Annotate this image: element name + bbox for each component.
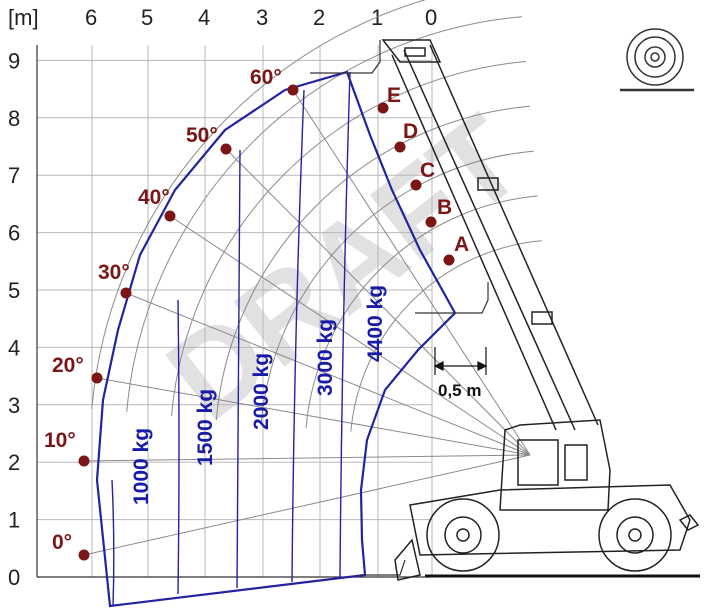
angle-marker bbox=[78, 455, 90, 467]
position-marker bbox=[410, 179, 422, 191]
load-label: 4400 kg bbox=[364, 285, 387, 362]
load-zone-lines bbox=[111, 71, 351, 607]
angle-label: 0° bbox=[52, 531, 72, 554]
working-envelope bbox=[95, 70, 457, 608]
x-tick-label: 3 bbox=[256, 5, 268, 30]
angle-marker bbox=[164, 210, 176, 222]
load-zone-line bbox=[291, 89, 305, 583]
unit-label: [m] bbox=[8, 5, 39, 30]
y-tick-label: 2 bbox=[8, 450, 20, 475]
y-tick-label: 3 bbox=[8, 393, 20, 418]
angle-label: 10° bbox=[44, 429, 76, 452]
radius-arc bbox=[350, 240, 542, 432]
y-tick-label: 9 bbox=[8, 48, 20, 73]
tyre-icon bbox=[620, 28, 694, 92]
position-marker bbox=[394, 141, 406, 153]
load-label: 2000 kg bbox=[250, 353, 273, 430]
load-zone-line bbox=[177, 299, 180, 595]
angle-marker bbox=[91, 372, 103, 384]
position-marker bbox=[443, 254, 455, 266]
angle-label: 20° bbox=[52, 354, 84, 377]
angle-marker bbox=[78, 549, 90, 561]
radius-arc bbox=[126, 16, 523, 413]
y-tick-label: 1 bbox=[8, 508, 20, 533]
x-tick-label: 5 bbox=[141, 5, 153, 30]
radius-arc bbox=[305, 195, 538, 428]
radius-arc bbox=[215, 105, 530, 420]
angle-ray bbox=[125, 292, 531, 456]
y-tick-label: 6 bbox=[8, 221, 20, 246]
load-label: 1000 kg bbox=[130, 428, 153, 505]
fork-reference bbox=[310, 40, 489, 576]
radius-arc bbox=[260, 150, 534, 424]
angle-rays bbox=[83, 89, 531, 556]
x-tick-label: 0 bbox=[425, 5, 437, 30]
position-label: A bbox=[454, 233, 469, 256]
angle-marker bbox=[287, 84, 299, 96]
position-marker bbox=[425, 216, 437, 228]
radius-arc bbox=[91, 0, 427, 410]
telehandler-icon bbox=[381, 39, 700, 581]
angle-marker bbox=[120, 287, 132, 299]
angle-label: 50° bbox=[186, 124, 218, 147]
load-zone-line bbox=[111, 479, 115, 607]
angle-ray bbox=[292, 89, 531, 456]
x-tick-label: 4 bbox=[198, 5, 210, 30]
x-tick-label: 6 bbox=[85, 5, 97, 30]
angle-markers: 0° 10° 20° 30° 40° 50° 60° bbox=[44, 66, 299, 561]
position-label: E bbox=[387, 84, 401, 107]
position-marker bbox=[377, 102, 389, 114]
position-label: B bbox=[437, 196, 452, 219]
y-tick-label: 7 bbox=[8, 163, 20, 188]
load-zone-line bbox=[339, 71, 351, 578]
angle-label: 40° bbox=[138, 186, 170, 209]
load-label: 3000 kg bbox=[314, 319, 337, 396]
radius-arc bbox=[171, 61, 527, 417]
angle-marker bbox=[220, 143, 232, 155]
angle-ray bbox=[83, 454, 531, 556]
angle-ray bbox=[83, 454, 531, 462]
y-tick-label: 5 bbox=[8, 278, 20, 303]
y-tick-label: 8 bbox=[8, 106, 20, 131]
x-tick-label: 2 bbox=[313, 5, 325, 30]
load-label: 1500 kg bbox=[194, 389, 217, 466]
y-tick-labels: 0 1 2 3 4 5 6 7 8 9 bbox=[8, 48, 20, 590]
grid bbox=[36, 45, 433, 578]
angle-label: 60° bbox=[250, 66, 282, 89]
dimension-marker bbox=[433, 347, 488, 375]
angle-ray bbox=[96, 377, 531, 456]
angle-ray bbox=[169, 215, 531, 456]
position-label: C bbox=[420, 159, 435, 182]
angle-ray bbox=[225, 148, 531, 456]
y-tick-label: 0 bbox=[8, 565, 20, 590]
y-tick-label: 4 bbox=[8, 335, 20, 360]
radius-arcs bbox=[91, 0, 542, 432]
load-zone-line bbox=[236, 149, 241, 589]
load-labels: 1000 kg 1500 kg 2000 kg 3000 kg 4400 kg bbox=[130, 285, 387, 505]
position-label: D bbox=[403, 120, 418, 143]
angle-label: 30° bbox=[98, 261, 130, 284]
dimension-label: 0,5 m bbox=[438, 381, 481, 400]
